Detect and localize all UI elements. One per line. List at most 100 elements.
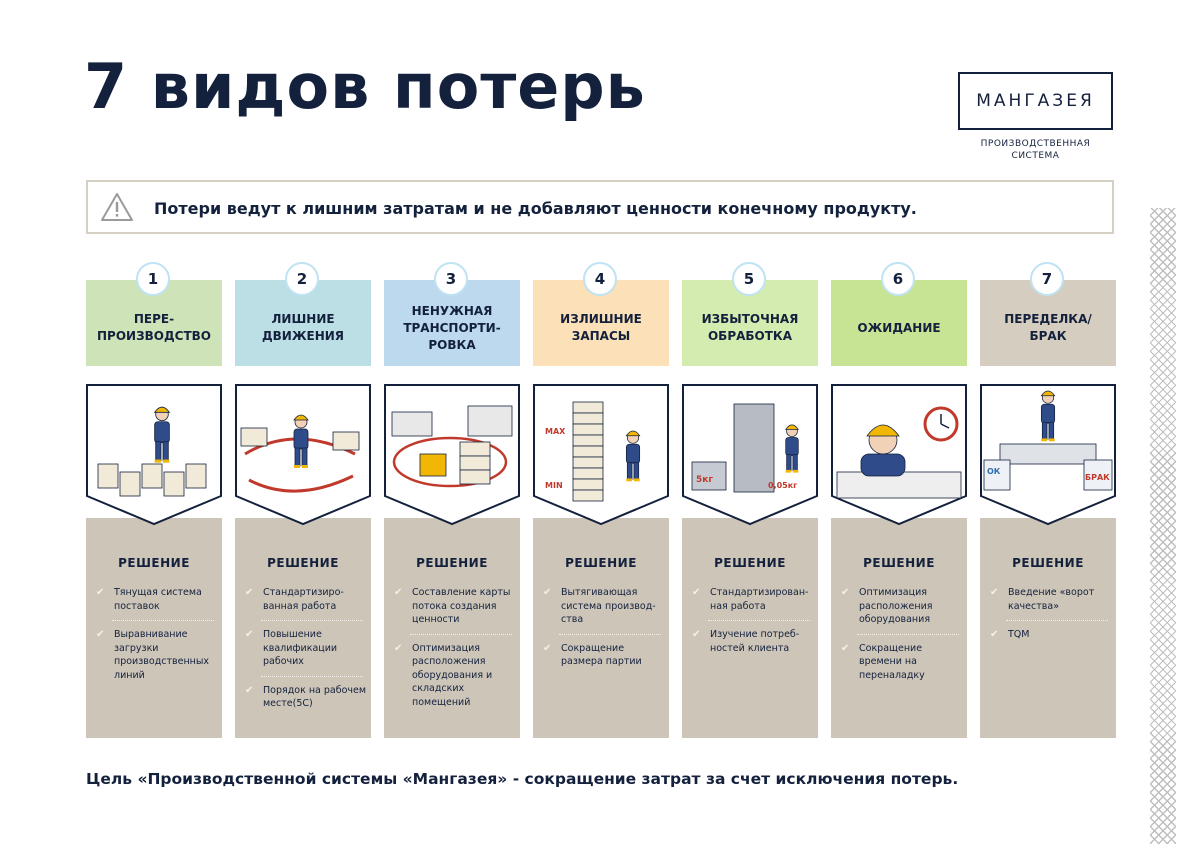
solution-panel: РЕШЕНИЕ ✔ Тянущая система поставок ✔ Выравни… — [86, 518, 222, 738]
waste-title-box: ИЗБЫТОЧНАЯ ОБРАБОТКА — [682, 280, 818, 366]
solution-text: Выравнивание загрузки производственных л… — [114, 629, 210, 681]
waste-title: ПЕРЕ- ПРОИЗВОДСТВО — [97, 312, 211, 343]
check-icon: ✔ — [96, 629, 105, 640]
solution-list: ✔ Введение «ворот качества» ✔ TQM — [988, 586, 1112, 657]
overproduction-illustration — [86, 384, 222, 526]
waste-number-badge: 6 — [881, 262, 915, 296]
svg-text:MAX: MAX — [545, 427, 566, 436]
waste-title: ЛИШНИЕ ДВИЖЕНИЯ — [261, 312, 345, 343]
solution-list: ✔Вытягивающая система производ-ства ✔ Сокр… — [541, 586, 665, 684]
check-icon: ✔ — [990, 587, 999, 598]
check-icon: ✔ — [841, 587, 850, 598]
waste-title: НЕНУЖНАЯ ТРАНСПОРТИ- РОВКА — [403, 303, 501, 352]
svg-text:ОК: ОК — [987, 467, 1001, 476]
logo-subtitle-line-2: СИСТЕМА — [1011, 151, 1060, 161]
check-icon: ✔ — [692, 629, 701, 640]
transportation-illustration — [384, 384, 520, 526]
check-icon: ✔ — [841, 642, 850, 654]
solution-text: Оптимизация расположения оборудования и … — [412, 642, 493, 708]
waste-number-badge: 1 — [136, 262, 170, 296]
solution-item: ✔ Оптимизация расположения оборудования и… — [392, 642, 516, 710]
solution-panel: РЕШЕНИЕ ✔ Введение «ворот качества» ✔ TQM — [980, 518, 1116, 738]
logo-subtitle: ПРОИЗВОДСТВЕННАЯ СИСТЕМА — [958, 138, 1113, 162]
solution-text: Вытягивающая система производ-ства — [561, 587, 656, 625]
solution-title: РЕШЕНИЕ — [267, 556, 339, 570]
check-icon: ✔ — [394, 642, 403, 654]
solution-panel: РЕШЕНИЕ ✔ Оптимизация расположения оборудо… — [831, 518, 967, 738]
solution-text: Сокращение размера партии — [561, 642, 642, 668]
solution-list: ✔ Стандартизирован-ная работа ✔ Изучение по… — [690, 586, 814, 670]
solution-text: Оптимизация расположения оборудования — [859, 587, 933, 625]
check-icon: ✔ — [245, 684, 254, 696]
solution-item: ✔ Сокращение размера партии — [541, 642, 665, 669]
solution-item: ✔ Сокращение времени на переналадку — [839, 642, 963, 683]
solution-item: ✔ Введение «ворот качества» — [988, 586, 1112, 621]
solution-panel: РЕШЕНИЕ ✔ Составление карты потока создани… — [384, 518, 520, 738]
solution-text: Сокращение времени на переналадку — [859, 642, 925, 681]
solution-item: ✔ Стандартизирован-ная работа — [690, 586, 814, 621]
solution-list: ✔ Стандартизиро-ванная работа ✔ Повышение к… — [243, 586, 367, 726]
solution-item: ✔ TQM — [988, 628, 1112, 642]
solution-text: Порядок на рабочем месте(5С) — [263, 684, 367, 710]
defects-illustration: ОК БРАК — [980, 384, 1116, 526]
warning-banner: Потери ведут к лишним затратам и не доба… — [86, 180, 1114, 234]
svg-text:5кг: 5кг — [696, 475, 713, 485]
solution-text: Стандартизирован-ная работа — [710, 587, 809, 612]
solution-item: ✔ Порядок на рабочем месте(5С) — [243, 684, 367, 711]
waste-number-badge: 4 — [583, 262, 617, 296]
waste-number-badge: 2 — [285, 262, 319, 296]
solution-list: ✔ Тянущая система поставок ✔ Выравнивание з… — [94, 586, 218, 697]
extra-motion-illustration — [235, 384, 371, 526]
solution-text: Введение «ворот качества» — [1008, 587, 1095, 612]
solution-title: РЕШЕНИЕ — [565, 556, 637, 570]
solution-item: ✔ Тянущая система поставок — [94, 586, 218, 621]
solution-item: ✔ Оптимизация расположения оборудования — [839, 586, 963, 634]
waste-number-badge: 5 — [732, 262, 766, 296]
solution-list: ✔ Оптимизация расположения оборудования ✔ С… — [839, 586, 963, 697]
solution-item: ✔ Стандартизиро-ванная работа — [243, 586, 367, 621]
warning-triangle-icon — [101, 193, 133, 221]
footer-goal: Цель «Производственной системы «Мангазея… — [86, 770, 959, 788]
svg-text:БРАК: БРАК — [1085, 473, 1110, 482]
solution-title: РЕШЕНИЕ — [714, 556, 786, 570]
solution-title: РЕШЕНИЕ — [118, 556, 190, 570]
check-icon: ✔ — [245, 587, 254, 598]
solution-text: TQM — [1008, 629, 1030, 640]
banner-text: Потери ведут к лишним затратам и не доба… — [154, 199, 917, 218]
solution-title: РЕШЕНИЕ — [416, 556, 488, 570]
solution-text: Изучение потреб-ностей клиента — [710, 629, 800, 654]
logo-subtitle-line-1: ПРОИЗВОДСТВЕННАЯ — [980, 139, 1091, 149]
svg-text:MIN: MIN — [545, 481, 563, 490]
solution-text: Тянущая система поставок — [114, 587, 202, 612]
solution-item: ✔ Повышение квалификации рабочих — [243, 628, 367, 676]
check-icon: ✔ — [394, 587, 403, 598]
waste-number-badge: 3 — [434, 262, 468, 296]
solution-panel: РЕШЕНИЕ ✔ Стандартизирован-ная работа ✔ Изуч… — [682, 518, 818, 738]
page-title: 7 видов потерь — [84, 50, 646, 123]
solution-list: ✔ Составление карты потока создания ценно… — [392, 586, 516, 724]
solution-text: Стандартизиро-ванная работа — [263, 587, 344, 612]
solution-text: Повышение квалификации рабочих — [263, 629, 338, 667]
waiting-illustration — [831, 384, 967, 526]
company-logo: МАНГАЗЕЯ — [958, 72, 1113, 130]
check-icon: ✔ — [990, 629, 999, 640]
check-icon: ✔ — [96, 587, 105, 598]
waste-title: ИЗБЫТОЧНАЯ ОБРАБОТКА — [701, 312, 799, 343]
solution-title: РЕШЕНИЕ — [863, 556, 935, 570]
side-decorative-pattern — [1150, 208, 1176, 844]
check-icon: ✔ — [543, 642, 552, 654]
solution-item: ✔ Выравнивание загрузки производственных … — [94, 628, 218, 682]
check-icon: ✔ — [692, 587, 701, 598]
waste-title: ПЕРЕДЕЛКА/ БРАК — [1004, 312, 1092, 343]
overprocessing-illustration: 5кг 0,05кг — [682, 384, 818, 526]
inventory-illustration: MAX MIN — [533, 384, 669, 526]
svg-text:0,05кг: 0,05кг — [768, 481, 797, 490]
solution-text: Составление карты потока создания ценнос… — [412, 587, 511, 625]
solution-item: ✔Вытягивающая система производ-ства — [541, 586, 665, 634]
solution-panel: РЕШЕНИЕ ✔ Стандартизиро-ванная работа ✔ Повы… — [235, 518, 371, 738]
waste-number-badge: 7 — [1030, 262, 1064, 296]
waste-title: ОЖИДАНИЕ — [857, 320, 941, 335]
solution-title: РЕШЕНИЕ — [1012, 556, 1084, 570]
solution-panel: РЕШЕНИЕ✔Вытягивающая система производ-ст… — [533, 518, 669, 738]
check-icon: ✔ — [245, 629, 254, 640]
